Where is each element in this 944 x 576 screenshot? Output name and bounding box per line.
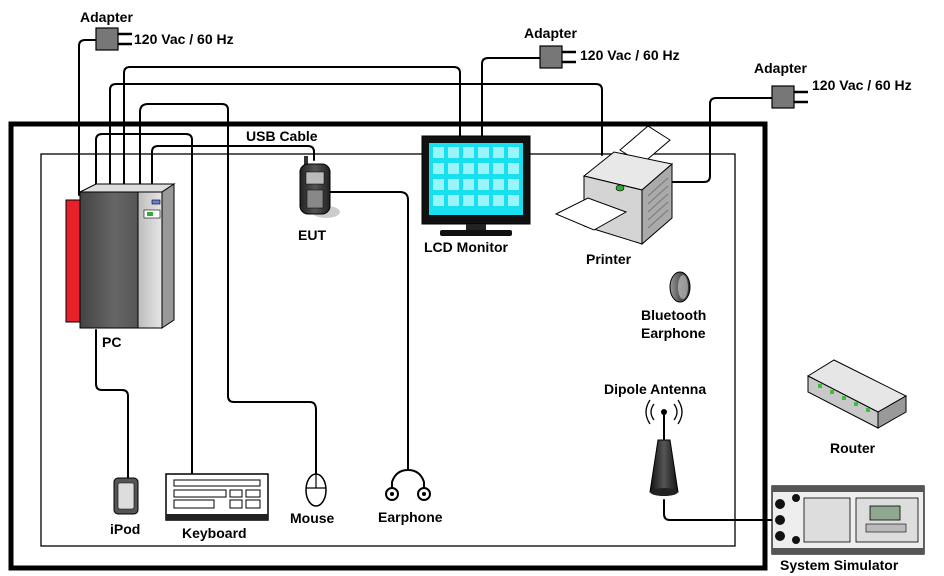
pc-top <box>79 183 176 193</box>
adapter-label: Adapter <box>524 25 577 41</box>
printer-paper-out <box>554 197 628 231</box>
printer-vents <box>647 177 669 229</box>
cable-pc-keyboard <box>95 133 193 475</box>
inner-frame <box>40 153 736 547</box>
printer: Printer <box>554 125 674 267</box>
adapter-icon <box>95 27 119 51</box>
system-simulator-label: System Simulator <box>780 557 899 573</box>
router: Router <box>806 359 908 456</box>
wired-earphone: Earphone <box>378 468 443 525</box>
usb-cable-label: USB Cable <box>246 128 318 144</box>
bluetooth-earphone-label-line1: Bluetooth <box>641 307 706 323</box>
cable-pc-ipod <box>95 329 129 481</box>
system-simulator: System Simulator <box>771 485 925 573</box>
ipod: iPod <box>110 477 140 537</box>
keyboard: Keyboard <box>165 473 269 541</box>
simulator-keys <box>865 523 907 533</box>
cable-pc-mouse <box>139 103 317 475</box>
cable-pc-adapter <box>78 39 97 196</box>
monitor-grid <box>433 147 519 206</box>
lcd-monitor: LCD Monitor <box>421 135 531 255</box>
cable-pc-eut-usb <box>151 145 315 193</box>
monitor-screen <box>429 143 523 215</box>
pc-right <box>161 183 175 329</box>
power-label: 120 Vac / 60 Hz <box>134 31 234 47</box>
eut-antenna <box>304 156 308 166</box>
antenna-base <box>649 439 679 493</box>
eut-label: EUT <box>298 227 326 243</box>
ipod-label: iPod <box>110 521 140 537</box>
simulator-display <box>869 505 901 521</box>
dipole-antenna-label: Dipole Antenna <box>604 381 706 397</box>
adapter-label: Adapter <box>754 60 807 76</box>
adapter-label: Adapter <box>80 9 133 25</box>
adapter-top-right: Adapter 120 Vac / 60 Hz <box>754 60 912 109</box>
monitor-neck <box>466 224 486 230</box>
eut-screen <box>305 171 325 185</box>
outer-frame <box>8 121 768 571</box>
router-label: Router <box>830 440 876 456</box>
router-side <box>877 395 907 429</box>
pc-front <box>79 191 139 329</box>
cable-eut-earphone <box>329 191 409 471</box>
monitor-base <box>440 230 512 236</box>
printer-label: Printer <box>586 251 632 267</box>
power-label: 120 Vac / 60 Hz <box>580 47 680 63</box>
pc-label: PC <box>102 334 121 350</box>
earphone-label: Earphone <box>378 509 443 525</box>
lcd-monitor-label: LCD Monitor <box>424 239 509 255</box>
cable-monitor-adapter <box>481 57 541 139</box>
pc-drive-bay <box>151 199 161 205</box>
pc-led <box>147 212 153 216</box>
cable-antenna-simulator <box>663 499 783 521</box>
cable-pc-monitor <box>123 66 461 193</box>
power-label: 120 Vac / 60 Hz <box>812 77 912 93</box>
printer-button <box>615 184 625 192</box>
eut-keypad <box>306 189 324 209</box>
eut-device: EUT <box>298 156 340 243</box>
adapter-top-left: Adapter 120 Vac / 60 Hz <box>80 9 234 51</box>
pc-tower: PC <box>65 183 176 350</box>
adapter-icon <box>771 85 795 109</box>
adapter-top-middle: Adapter 120 Vac / 60 Hz <box>524 25 680 69</box>
simulator-panel-left <box>803 497 851 543</box>
dipole-antenna: Dipole Antenna <box>604 381 706 496</box>
cable-pc-printer <box>109 83 603 193</box>
cable-printer-adapter <box>671 97 773 183</box>
simulator-ports <box>775 494 800 544</box>
router-leds <box>818 384 870 412</box>
bluetooth-earphone-label-line2: Earphone <box>641 325 706 341</box>
mouse-label: Mouse <box>290 510 335 526</box>
simulator-bottom-rail <box>772 548 924 554</box>
keyboard-label: Keyboard <box>182 525 247 541</box>
mouse: Mouse <box>290 473 335 526</box>
ipod-screen <box>117 482 135 510</box>
bluetooth-earphone: Bluetooth Earphone <box>641 271 706 341</box>
cables <box>78 39 783 521</box>
simulator-top-rail <box>772 486 924 492</box>
signal-waves-icon <box>645 399 683 425</box>
adapter-icon <box>539 45 563 69</box>
